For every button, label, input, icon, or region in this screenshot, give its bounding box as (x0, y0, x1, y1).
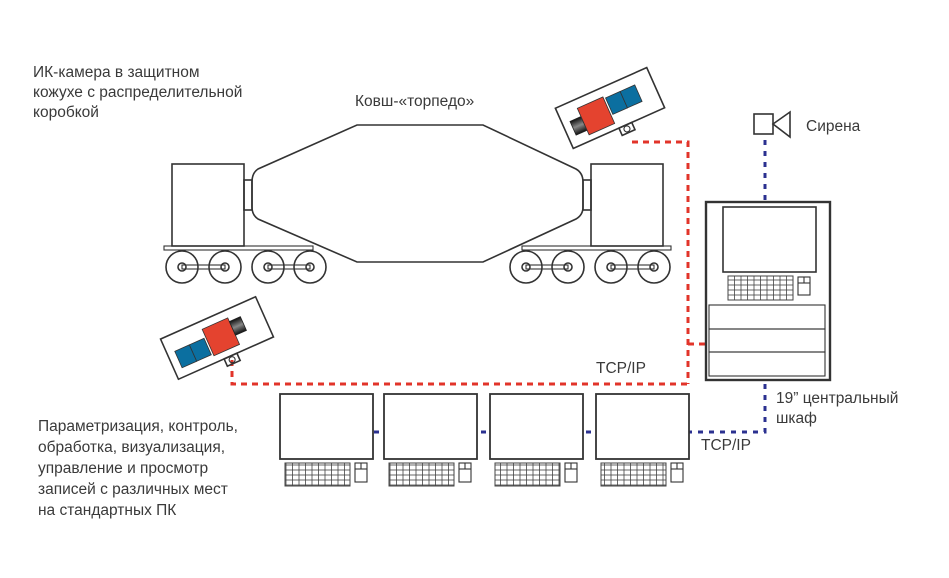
camera-description-line: коробкой (33, 104, 99, 121)
camera-description-line: ИК-камера в защитном (33, 64, 200, 81)
cabinet-label-line: 19” центральный (776, 390, 898, 407)
pc-monitor (279, 393, 374, 460)
pc-description-line: Параметризация, контроль, (38, 418, 238, 435)
ir-camera-icon (554, 66, 666, 150)
pc-description-line: обработка, визуализация, (38, 439, 225, 456)
pc-mouse (354, 462, 368, 483)
left-platform (163, 245, 314, 251)
cabinet-monitor (722, 206, 817, 273)
pc-monitor (595, 393, 690, 460)
pc-keyboard (388, 462, 455, 487)
control-cabinet-icon (704, 200, 832, 382)
pc-monitor (383, 393, 478, 460)
siren-icon (753, 110, 791, 139)
cabinet-pc-link (688, 384, 767, 434)
pc-description-line: записей с различных мест (38, 481, 228, 498)
pc-workstation-icon[interactable] (489, 393, 584, 487)
workstations (279, 393, 690, 487)
camera-description-line: кожухе с распределительной (33, 84, 242, 101)
cabinet-label-line: шкаф (776, 410, 817, 427)
tcpip-camera-label: TCP/IP (596, 360, 646, 377)
pc-workstation-icon[interactable] (383, 393, 478, 487)
pc-keyboard (494, 462, 561, 487)
camera-link-top (632, 140, 690, 384)
ladle-body (251, 124, 584, 263)
pc-monitor (489, 393, 584, 460)
torpedo-ladle-car (163, 124, 672, 284)
pc-description-line: на стандартных ПК (38, 502, 176, 519)
pc-keyboard (600, 462, 667, 487)
cabinet-keyboard (727, 275, 794, 301)
pc-mouse (564, 462, 578, 483)
pc-mouse (670, 462, 684, 483)
right-coupling (582, 179, 592, 211)
right-wheelset (509, 250, 671, 284)
left-coupling (243, 179, 253, 211)
pc-description-label: Параметризация, контроль, обработка, виз… (38, 418, 238, 519)
cabinet-mouse (797, 276, 811, 296)
right-platform (521, 245, 672, 251)
left-wheelset (165, 250, 327, 284)
ir-camera-icon (159, 295, 275, 381)
right-bogie-housing (590, 163, 664, 247)
tcpip-pc-label: TCP/IP (701, 437, 751, 454)
siren-label: Сирена (806, 118, 861, 135)
pc-workstation-icon[interactable] (595, 393, 690, 487)
left-bogie-housing (171, 163, 245, 247)
camera-description-label: ИК-камера в защитном кожухе с распредели… (33, 64, 242, 121)
pc-description-line: управление и просмотр (38, 460, 208, 477)
pc-workstation-icon[interactable] (279, 393, 374, 487)
pc-mouse (458, 462, 472, 483)
cabinet-label: 19” центральный шкаф (776, 390, 898, 427)
ladle-label: Ковш-«торпедо» (355, 93, 474, 110)
pc-keyboard (284, 462, 351, 487)
camera-link-bottom (230, 360, 688, 386)
cabinet-drawer (708, 351, 826, 377)
